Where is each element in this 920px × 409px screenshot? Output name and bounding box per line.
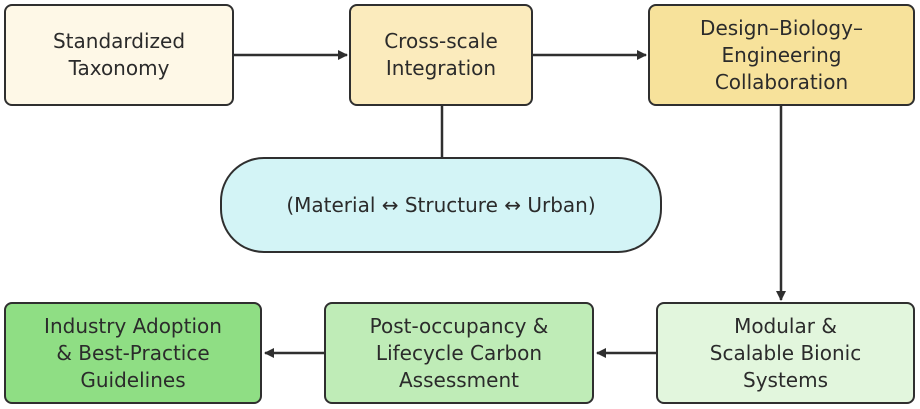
node-label-line: Collaboration <box>714 69 849 94</box>
industry-adoption-guidelines-node: Industry Adoption & Best-Practice Guidel… <box>4 302 262 404</box>
node-label-line: (Material ↔ Structure ↔ Urban) <box>286 192 596 217</box>
node-label-line: Lifecycle Carbon <box>375 340 543 365</box>
node-label-line: Systems <box>743 367 828 392</box>
node-label-line: Design–Biology– <box>700 15 863 40</box>
material-structure-urban-scales-node: (Material ↔ Structure ↔ Urban) <box>220 157 662 253</box>
node-label-line: & Best-Practice <box>56 340 210 365</box>
node-label-line: Standardized <box>52 29 186 53</box>
post-occupancy-lifecycle-carbon-node: Post-occupancy & Lifecycle Carbon Assess… <box>324 302 594 404</box>
node-label-line: Post-occupancy & <box>369 313 549 338</box>
standardized-taxonomy-node: Standardized Taxonomy <box>4 4 234 106</box>
node-label-line: Guidelines <box>80 367 186 392</box>
modular-scalable-bionic-systems-node: Modular & Scalable Bionic Systems <box>656 302 915 404</box>
node-label-line: Engineering <box>721 42 842 67</box>
design-biology-engineering-collaboration-node: Design–Biology– Engineering Collaboratio… <box>648 4 915 106</box>
node-label-line: Cross-scale <box>384 29 498 53</box>
node-label-line: Integration <box>385 56 497 80</box>
node-label-line: Assessment <box>399 367 519 392</box>
cross-scale-integration-node: Cross-scale Integration <box>349 4 533 106</box>
node-label-line: Industry Adoption <box>44 313 222 338</box>
node-label-line: Modular & <box>734 313 837 338</box>
node-label-line: Taxonomy <box>68 56 170 80</box>
node-label-line: Scalable Bionic <box>709 340 862 365</box>
